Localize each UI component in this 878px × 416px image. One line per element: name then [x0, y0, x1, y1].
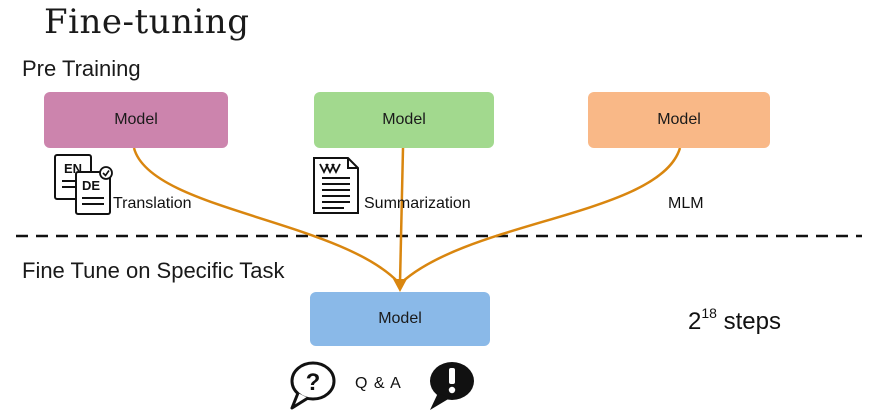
pretrain-model-translation: Model: [44, 92, 228, 148]
pretrain-model-summarization: Model: [314, 92, 494, 148]
pre-training-heading: Pre Training: [22, 56, 141, 81]
steps-exponent: 18: [701, 305, 717, 321]
task-label-summarization: Summarization: [364, 195, 471, 212]
fine-tune-heading: Fine Tune on Specific Task: [22, 258, 285, 283]
svg-text:?: ?: [306, 369, 321, 396]
page-title: Fine-tuning: [44, 2, 250, 42]
steps-base: 2: [688, 308, 702, 335]
qa-label: Q & A: [355, 375, 402, 392]
connector-arrow-3: [400, 147, 682, 284]
pretrain-model-mlm: Model: [588, 92, 770, 148]
summarization-document-icon: [313, 157, 359, 214]
arrowhead: [393, 279, 407, 292]
task-label-translation: Translation: [113, 195, 192, 212]
exclamation-speech-bubble-icon: [430, 362, 474, 410]
finetune-model: Model: [310, 292, 490, 346]
connector-arrow-1: [132, 147, 400, 284]
question-speech-bubble-icon: ?: [290, 361, 336, 410]
task-label-mlm: MLM: [668, 195, 704, 212]
translation-document-icon: EN DE: [54, 154, 113, 215]
translation-target-lang: DE: [82, 178, 100, 193]
training-steps: 218 steps: [688, 305, 781, 336]
connector-arrow-2: [398, 147, 405, 284]
steps-unit: steps: [723, 308, 781, 335]
